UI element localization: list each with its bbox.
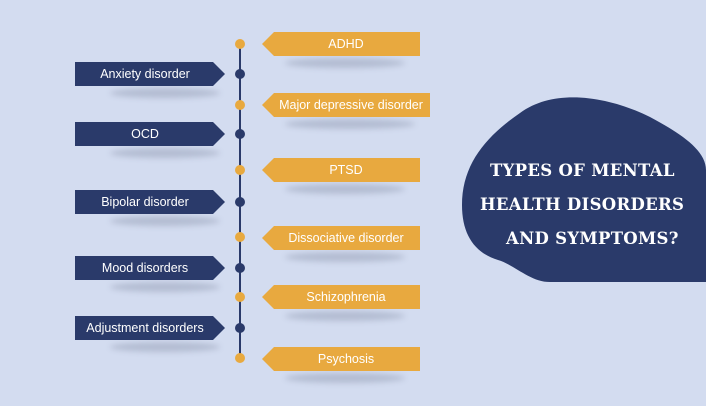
timeline-dot [235,39,245,49]
disorder-tag-mood-disorders: Mood disorders [75,256,225,280]
tag-shadow [110,342,220,352]
tag-shadow [285,373,405,383]
title-line-1: TYPES OF MENTAL [490,161,675,180]
title-line-3: AND SYMPTOMS? [506,229,679,248]
tag-shadow [110,148,220,158]
timeline-dot [235,263,245,273]
disorder-tag-anxiety-disorder: Anxiety disorder [75,62,225,86]
timeline-dot [235,197,245,207]
title-line-2: HEALTH DISORDERS [480,195,685,214]
tag-shadow [285,311,405,321]
tag-shadow [285,184,405,194]
timeline-dot [235,323,245,333]
disorder-tag-adhd: ADHD [262,32,420,56]
tag-shadow [110,282,220,292]
disorder-tag-adjustment-disorders: Adjustment disorders [75,316,225,340]
timeline-dot [235,129,245,139]
disorder-tag-ocd: OCD [75,122,225,146]
tag-shadow [285,119,415,129]
blob-shape [462,97,706,282]
tag-shadow [285,252,405,262]
title-blob: TYPES OF MENTAL HEALTH DISORDERS AND SYM… [460,95,706,285]
timeline-dot [235,165,245,175]
disorder-tag-psychosis: Psychosis [262,347,420,371]
disorder-tag-schizophrenia: Schizophrenia [262,285,420,309]
tag-shadow [285,58,405,68]
timeline-dot [235,292,245,302]
disorder-tag-dissociative-disorder: Dissociative disorder [262,226,420,250]
timeline-dot [235,353,245,363]
disorder-tag-ptsd: PTSD [262,158,420,182]
timeline-dot [235,232,245,242]
tag-shadow [110,88,220,98]
disorder-tag-major-depressive-disorder: Major depressive disorder [262,93,430,117]
tag-shadow [110,216,220,226]
timeline-dot [235,69,245,79]
timeline-dot [235,100,245,110]
disorder-tag-bipolar-disorder: Bipolar disorder [75,190,225,214]
